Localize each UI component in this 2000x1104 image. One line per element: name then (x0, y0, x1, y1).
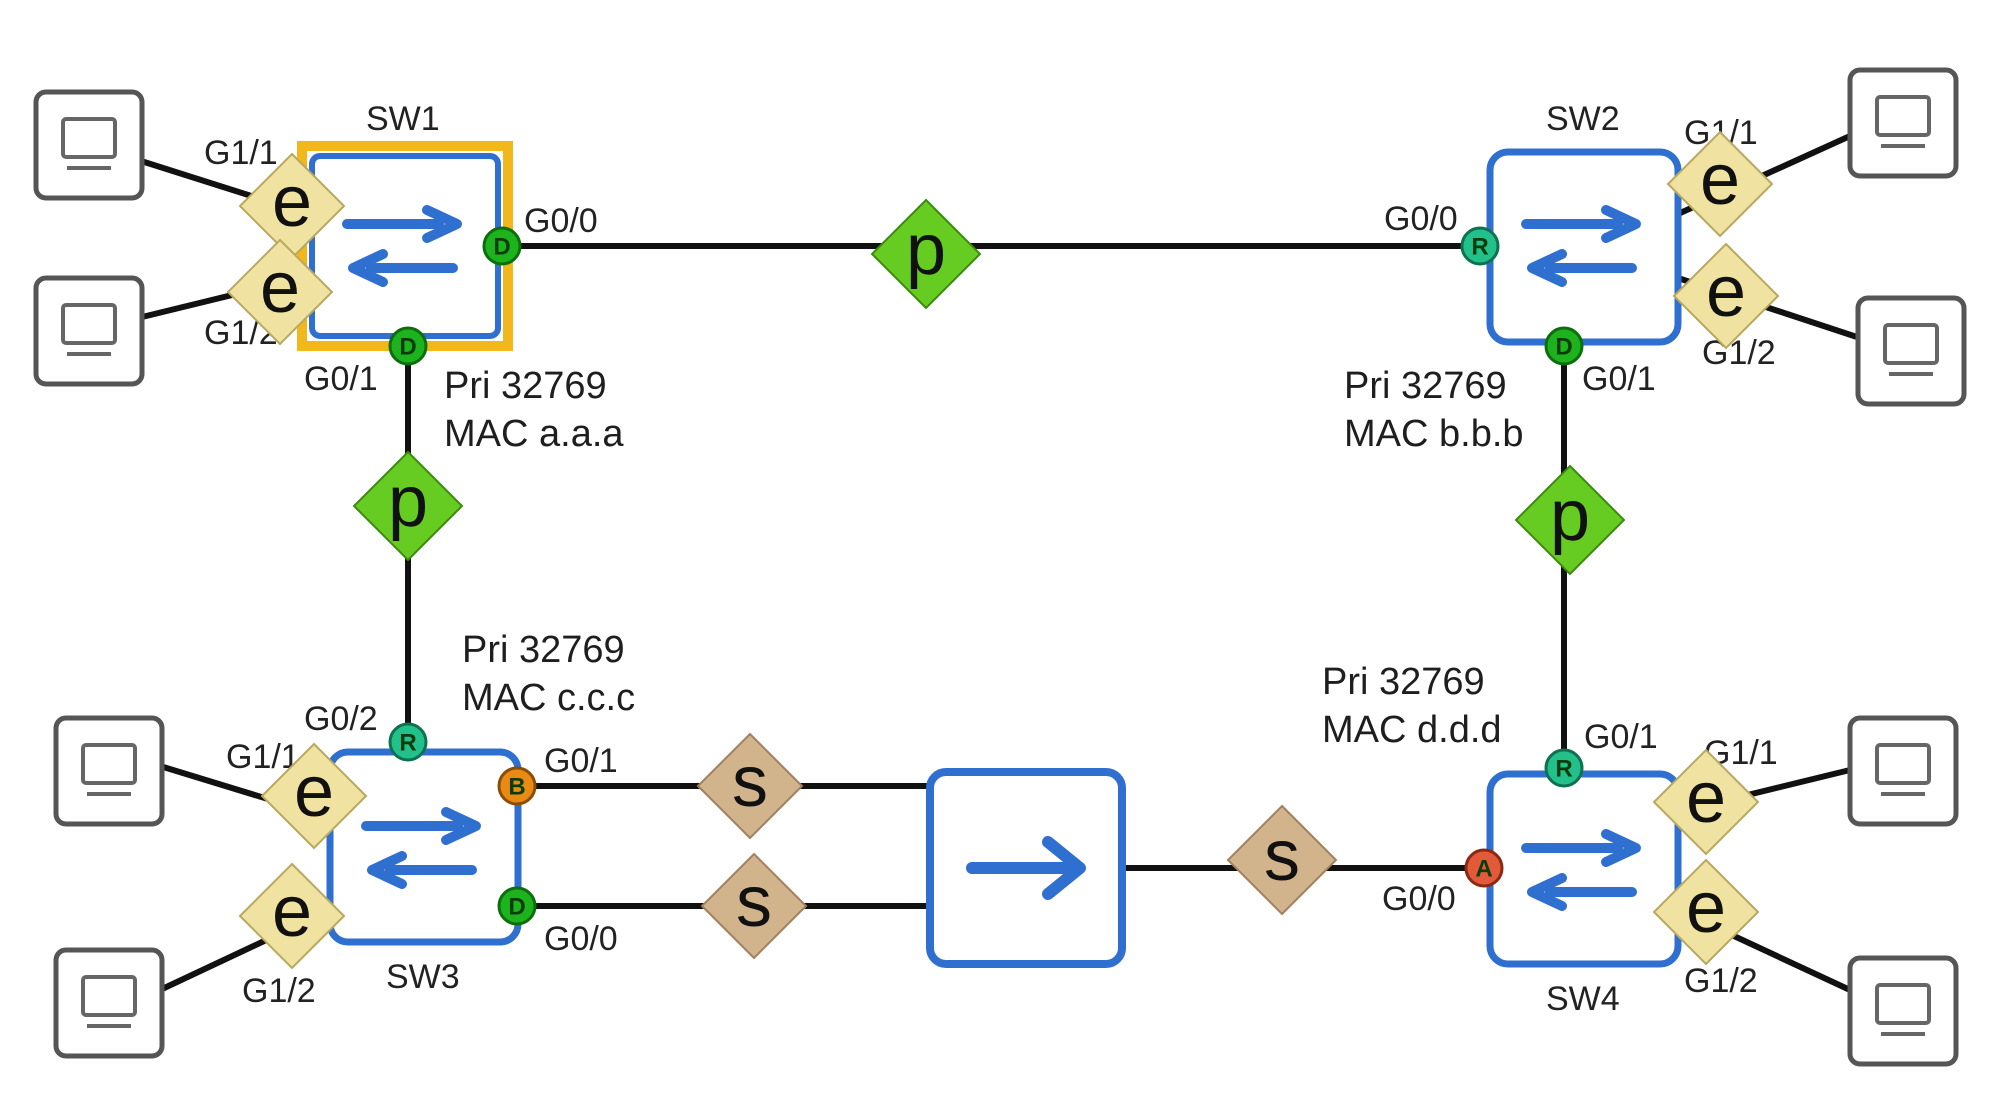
edge-badge-sw3-g11: e (260, 742, 368, 850)
shared-badge-sw4-g00: s (1226, 804, 1338, 916)
svg-text:s: s (1264, 816, 1300, 896)
port-label: G0/2 (304, 700, 378, 738)
port-state-sw3-g01: B (497, 766, 537, 806)
svg-text:e: e (260, 248, 300, 328)
edge-badge-sw4-g12: e (1652, 858, 1760, 966)
svg-text:e: e (272, 162, 312, 242)
edge-badge-sw2-g12: e (1672, 242, 1780, 350)
svg-text:e: e (272, 872, 312, 952)
port-state-sw2-g01: D (1544, 326, 1584, 366)
pc-1[interactable] (36, 92, 142, 198)
svg-text:e: e (1686, 758, 1726, 838)
pc-7[interactable] (1850, 718, 1956, 824)
svg-text:p: p (906, 210, 946, 290)
svg-text:A: A (1475, 856, 1492, 883)
switch-sw4[interactable] (1486, 770, 1682, 968)
port-label: G1/2 (1702, 334, 1776, 372)
svg-text:R: R (1555, 756, 1572, 783)
edge-badge-sw2-g11: e (1666, 130, 1774, 238)
svg-text:e: e (1686, 868, 1726, 948)
svg-text:D: D (399, 334, 416, 361)
svg-text:e: e (1706, 252, 1746, 332)
pc-5[interactable] (56, 718, 162, 824)
shared-badge-sw3-g01: s (696, 732, 804, 840)
sw4-priority: Pri 32769 (1322, 661, 1485, 703)
sw3-name: SW3 (386, 958, 460, 996)
port-label: G0/1 (544, 742, 618, 780)
switch-sw3[interactable] (326, 748, 522, 946)
svg-text:e: e (294, 752, 334, 832)
port-label: G0/0 (524, 202, 598, 240)
port-state-sw4-g01: R (1544, 748, 1584, 788)
port-state-sw1-g00: D (482, 226, 522, 266)
port-label: G0/0 (544, 920, 618, 958)
svg-text:s: s (732, 742, 768, 822)
port-state-sw3-g00: D (497, 886, 537, 926)
sw1-priority: Pri 32769 (444, 365, 607, 407)
arrow-right-icon (966, 836, 1086, 900)
sw3-mac: MAC c.c.c (462, 677, 635, 719)
edge-badge-sw3-g12: e (238, 862, 346, 970)
svg-text:D: D (1555, 334, 1572, 361)
port-state-sw4-g00: A (1464, 848, 1504, 888)
port-label: G1/1 (204, 134, 278, 172)
edge-badge-sw1-g11: e (238, 152, 346, 260)
port-state-sw3-g02: R (388, 722, 428, 762)
pc-4[interactable] (1858, 298, 1964, 404)
svg-text:e: e (1700, 140, 1740, 220)
port-label: G0/1 (1584, 718, 1658, 756)
sw4-name: SW4 (1546, 980, 1620, 1018)
svg-text:R: R (399, 730, 416, 757)
svg-text:R: R (1471, 234, 1488, 261)
pc-8[interactable] (1850, 958, 1956, 1064)
sw1-mac: MAC a.a.a (444, 413, 624, 455)
port-label: G0/1 (1582, 360, 1656, 398)
shared-badge-sw3-g00: s (700, 852, 808, 960)
sw4-mac: MAC d.d.d (1322, 709, 1502, 751)
switch-sw2[interactable] (1486, 148, 1682, 346)
svg-text:B: B (508, 774, 525, 801)
port-label: G0/0 (1382, 880, 1456, 918)
hub[interactable] (926, 768, 1126, 968)
sw2-name: SW2 (1546, 100, 1620, 138)
pc-3[interactable] (1850, 70, 1956, 176)
switch-sw1[interactable] (297, 141, 513, 351)
port-label: G0/1 (304, 360, 378, 398)
pc-2[interactable] (36, 278, 142, 384)
port-label: G0/0 (1384, 200, 1458, 238)
port-state-sw2-g00: R (1460, 226, 1500, 266)
sw2-priority: Pri 32769 (1344, 365, 1507, 407)
port-label: G1/2 (242, 972, 316, 1010)
svg-text:D: D (493, 234, 510, 261)
p2p-badge-sw2-sw4: p (1514, 464, 1626, 576)
pc-6[interactable] (56, 950, 162, 1056)
p2p-badge-sw1-sw2: p (870, 198, 982, 310)
svg-text:D: D (508, 894, 525, 921)
sw1-name: SW1 (366, 100, 440, 138)
sw2-mac: MAC b.b.b (1344, 413, 1524, 455)
edge-badge-sw1-g12: e (226, 238, 334, 346)
port-state-sw1-g01: D (388, 326, 428, 366)
p2p-badge-sw1-sw3: p (352, 450, 464, 562)
svg-text:s: s (736, 862, 772, 942)
port-label: G1/2 (1684, 962, 1758, 1000)
edge-badge-sw4-g11: e (1652, 748, 1760, 856)
sw3-priority: Pri 32769 (462, 629, 625, 671)
svg-text:p: p (388, 462, 428, 542)
svg-text:p: p (1550, 476, 1590, 556)
